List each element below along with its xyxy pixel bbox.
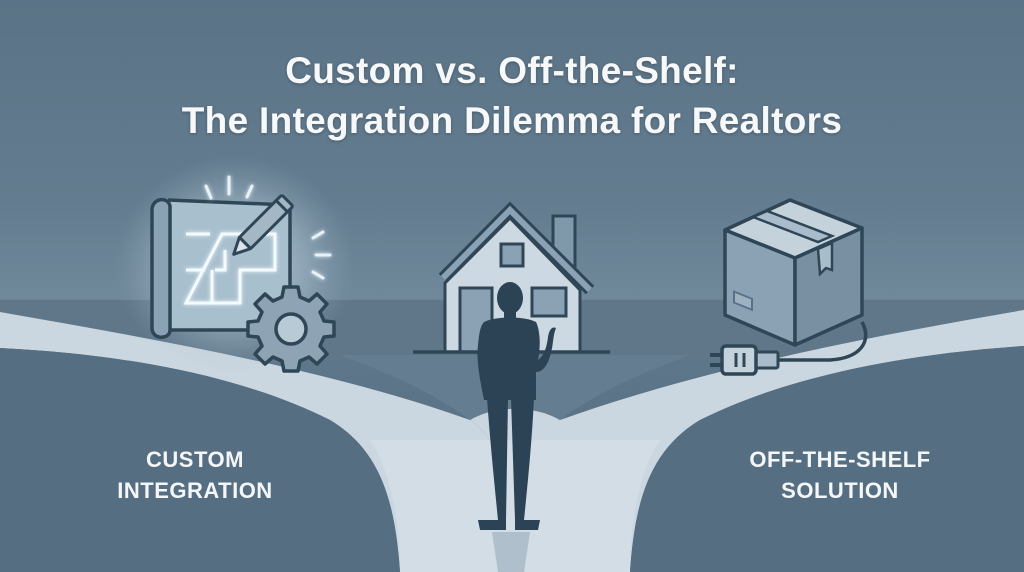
title-line-1: Custom vs. Off-the-Shelf: — [285, 50, 739, 91]
person-shadow — [492, 532, 530, 572]
page-title: Custom vs. Off-the-Shelf: The Integratio… — [0, 46, 1024, 146]
left-label-line-2: INTEGRATION — [117, 478, 273, 503]
custom-integration-label: CUSTOM INTEGRATION — [110, 444, 280, 506]
right-label-line-2: SOLUTION — [781, 478, 899, 503]
right-label-line-1: OFF-THE-SHELF — [749, 447, 931, 472]
box-plug-icon — [710, 198, 868, 376]
off-the-shelf-label: OFF-THE-SHELF SOLUTION — [720, 444, 960, 506]
blueprint-gear-icon — [115, 155, 355, 375]
title-line-2: The Integration Dilemma for Realtors — [181, 100, 843, 141]
left-label-line-1: CUSTOM — [146, 447, 244, 472]
person-silhouette — [477, 282, 556, 530]
